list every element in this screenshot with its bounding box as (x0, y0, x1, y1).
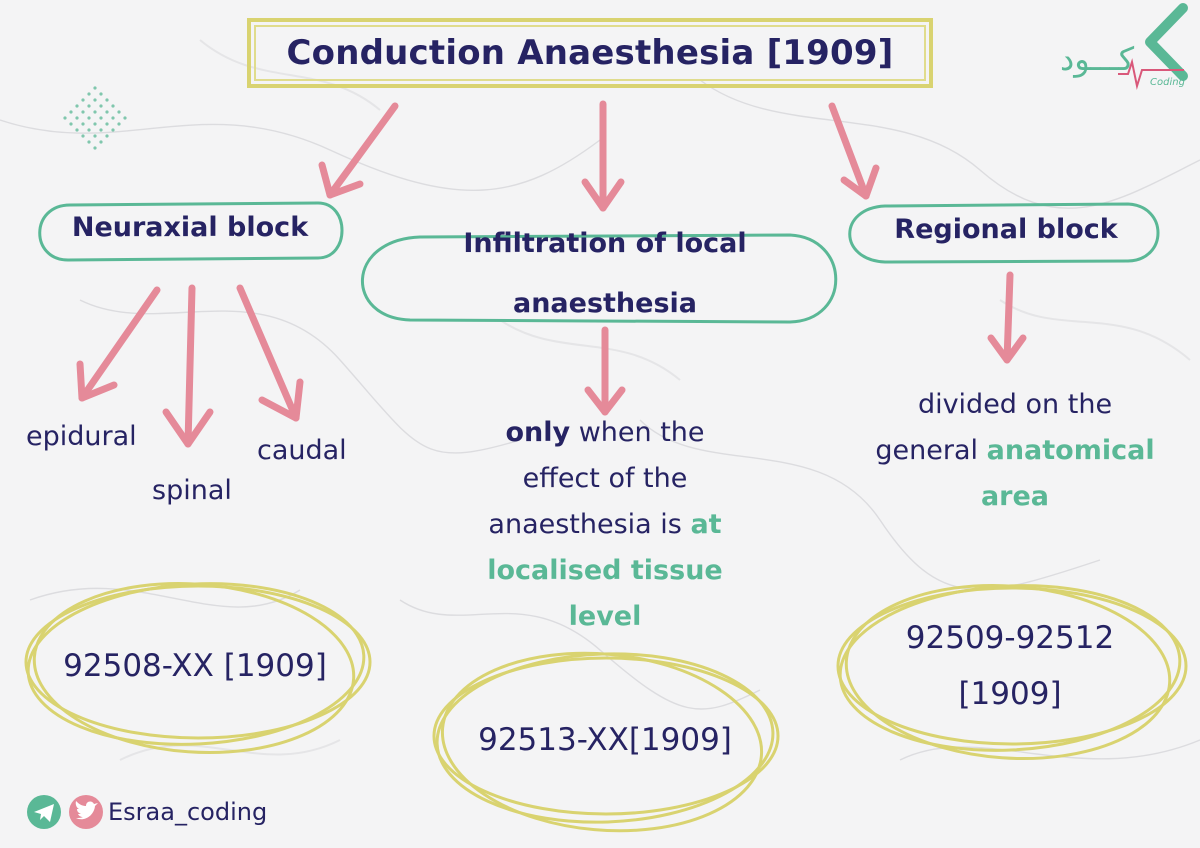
neuraxial-code-ellipse (24, 581, 372, 755)
desc-anaesthesia-is: anaesthesia is (488, 509, 691, 540)
neuraxial-block-label: Neuraxial block (71, 212, 309, 243)
arrow-to-spinal (162, 284, 214, 448)
arrow-to-infiltration (581, 100, 625, 212)
telegram-icon (27, 795, 61, 829)
regional-description: divided on the general anatomical area (850, 382, 1180, 520)
twitter-icon (69, 795, 103, 829)
child-caudal: caudal (257, 435, 347, 466)
social-handle[interactable]: Esraa_coding (108, 798, 268, 826)
desc-only: only (505, 417, 571, 448)
desc-level: level (568, 601, 642, 632)
neuraxial-pill (38, 201, 344, 262)
regional-code-ellipse (836, 583, 1188, 761)
infiltration-label-line1: Infiltration of local (463, 228, 747, 259)
page-title: Conduction Anaesthesia [1909] (286, 33, 894, 73)
infiltration-code: 92513-XX[1909] (478, 722, 732, 758)
arrow-to-infiltration-desc (584, 326, 626, 416)
desc-general: general (875, 435, 987, 466)
desc-area: area (980, 481, 1050, 512)
logo-chevron-icon (1145, 3, 1188, 81)
title-box: Conduction Anaesthesia [1909] (247, 18, 933, 88)
regional-code-line2: [1909] (958, 676, 1062, 712)
logo-pulse-icon (1118, 58, 1184, 90)
desc-divided-on-the: divided on the (917, 389, 1113, 420)
regional-pill (848, 202, 1160, 264)
logo-latin-text: Coding (1150, 77, 1185, 88)
desc-anatomical: anatomical (986, 435, 1155, 466)
arrow-to-caudal (236, 284, 304, 422)
infiltration-code-ellipse (432, 651, 780, 833)
arrow-to-regional (828, 102, 880, 200)
logo-arabic-text: كـــود (1060, 40, 1135, 78)
desc-localised-tissue: localised tissue (487, 555, 723, 586)
desc-at: at (690, 509, 722, 540)
neuraxial-code: 92508-XX [1909] (63, 648, 327, 684)
child-epidural: epidural (26, 421, 137, 452)
arrow-to-regional-desc (987, 271, 1027, 364)
infiltration-description: only when the effect of the anaesthesia … (440, 410, 770, 640)
regional-block-label: Regional block (894, 214, 1118, 245)
infiltration-label-line2: anaesthesia (512, 288, 698, 319)
child-spinal: spinal (152, 475, 232, 506)
infiltration-pill (360, 233, 838, 324)
desc-effect-of-the: effect of the (522, 463, 688, 494)
regional-code-line1: 92509-92512 (905, 620, 1115, 656)
arrow-to-neuraxial (318, 102, 399, 199)
desc-when-the: when the (570, 417, 705, 448)
arrow-to-epidural (76, 286, 161, 402)
